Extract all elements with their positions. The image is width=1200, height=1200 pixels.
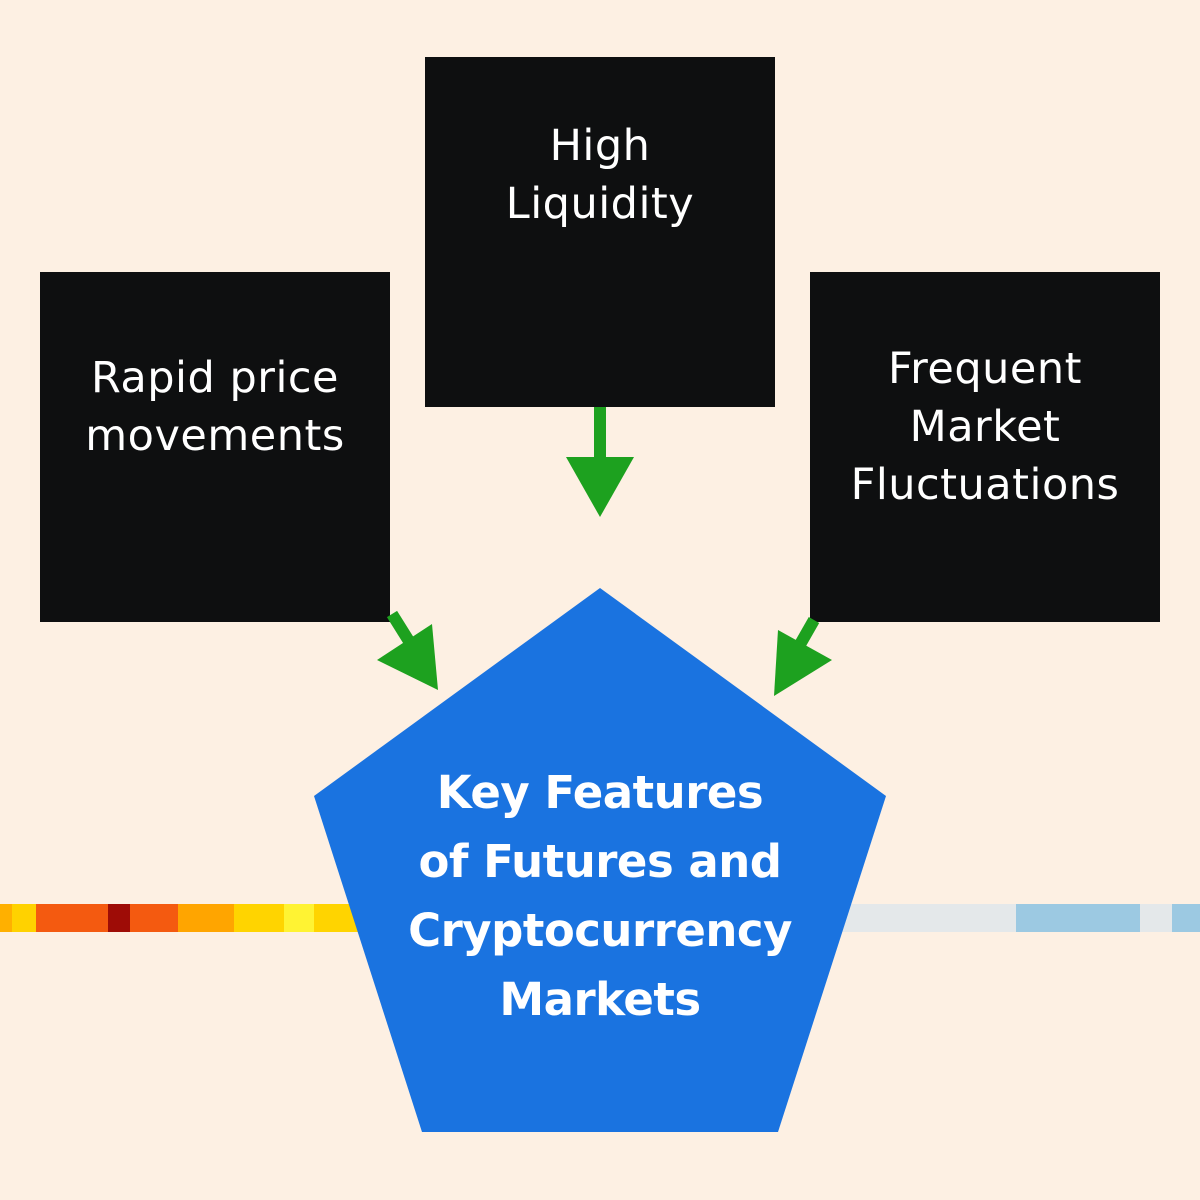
feature-box-label: Frequent Market Fluctuations <box>850 344 1120 510</box>
central-pentagon <box>314 588 886 1132</box>
arrow-left <box>377 610 438 690</box>
feature-box-label: High Liquidity <box>505 121 695 229</box>
central-pentagon-label: Key Features of Futures and Cryptocurren… <box>408 766 792 1026</box>
decorative-color-stripe <box>0 904 1200 932</box>
arrow-center <box>566 407 634 517</box>
arrow-right <box>774 617 832 696</box>
feature-box-rapid-price-movements: Rapid price movements <box>40 272 390 622</box>
feature-box-high-liquidity: High Liquidity <box>425 57 775 407</box>
feature-box-frequent-market-fluctuations: Frequent Market Fluctuations <box>810 272 1160 622</box>
feature-box-label: Rapid price movements <box>85 353 345 461</box>
